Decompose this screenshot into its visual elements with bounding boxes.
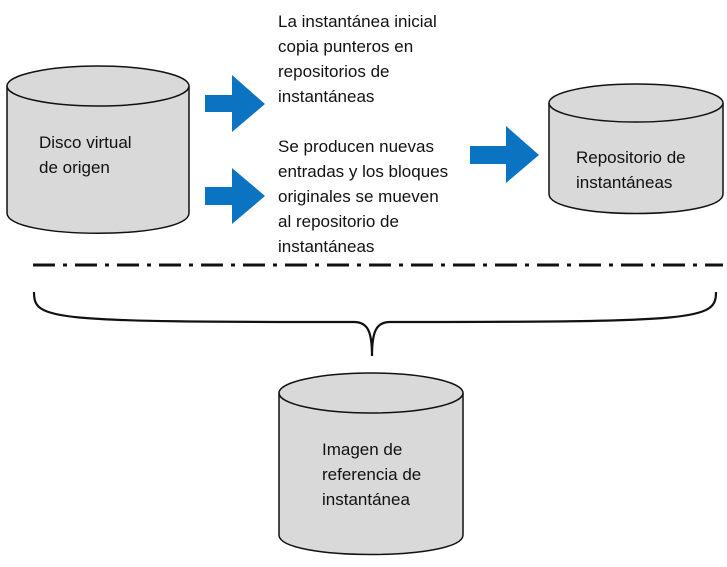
initial-snapshot-note: La instantánea inicial copia punteros en… [278, 12, 437, 106]
snapshot-image-top [278, 372, 464, 414]
arrow-right-icon [470, 126, 539, 183]
new-entries-note: Se producen nuevas entradas y los bloque… [278, 137, 449, 256]
snapshot-repository-body [548, 103, 724, 215]
source-disk-top [6, 65, 190, 107]
snapshot-repository-cylinder [548, 83, 724, 215]
source-disk-body [6, 86, 190, 234]
curly-brace-icon [32, 291, 718, 357]
arrow-right-icon [205, 75, 265, 132]
source-disk-cylinder [6, 65, 190, 234]
snapshot-repository-top [548, 83, 724, 123]
snapshot-image-label: Imagen de referencia de instantánea [322, 440, 422, 509]
arrow-right-icon [205, 168, 265, 224]
snapshot-image-body [278, 393, 464, 556]
snapshot-image-cylinder [278, 372, 464, 556]
snapshot-repository-label: Repositorio de instantáneas [576, 148, 686, 192]
source-disk-label: Disco virtual de origen [39, 133, 132, 177]
